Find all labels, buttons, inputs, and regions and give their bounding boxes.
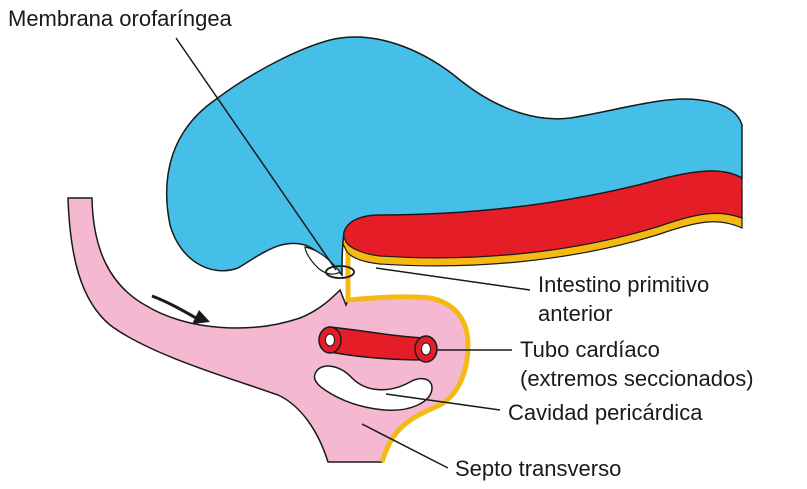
label-pericardial-cavity: Cavidad pericárdica	[508, 400, 702, 426]
label-heart-tube-line1: Tubo cardíaco	[520, 337, 660, 363]
heart-tube-right-lumen	[422, 343, 431, 355]
leader-foregut	[376, 268, 530, 290]
label-foregut-line2: anterior	[538, 301, 613, 327]
heart-tube-left-lumen	[326, 334, 335, 346]
label-heart-tube-line2: (extremos seccionados)	[520, 366, 754, 392]
label-oropharyngeal-membrane: Membrana orofaríngea	[8, 6, 232, 32]
label-septum-transversum: Septo transverso	[455, 456, 621, 482]
label-foregut-line1: Intestino primitivo	[538, 272, 709, 298]
